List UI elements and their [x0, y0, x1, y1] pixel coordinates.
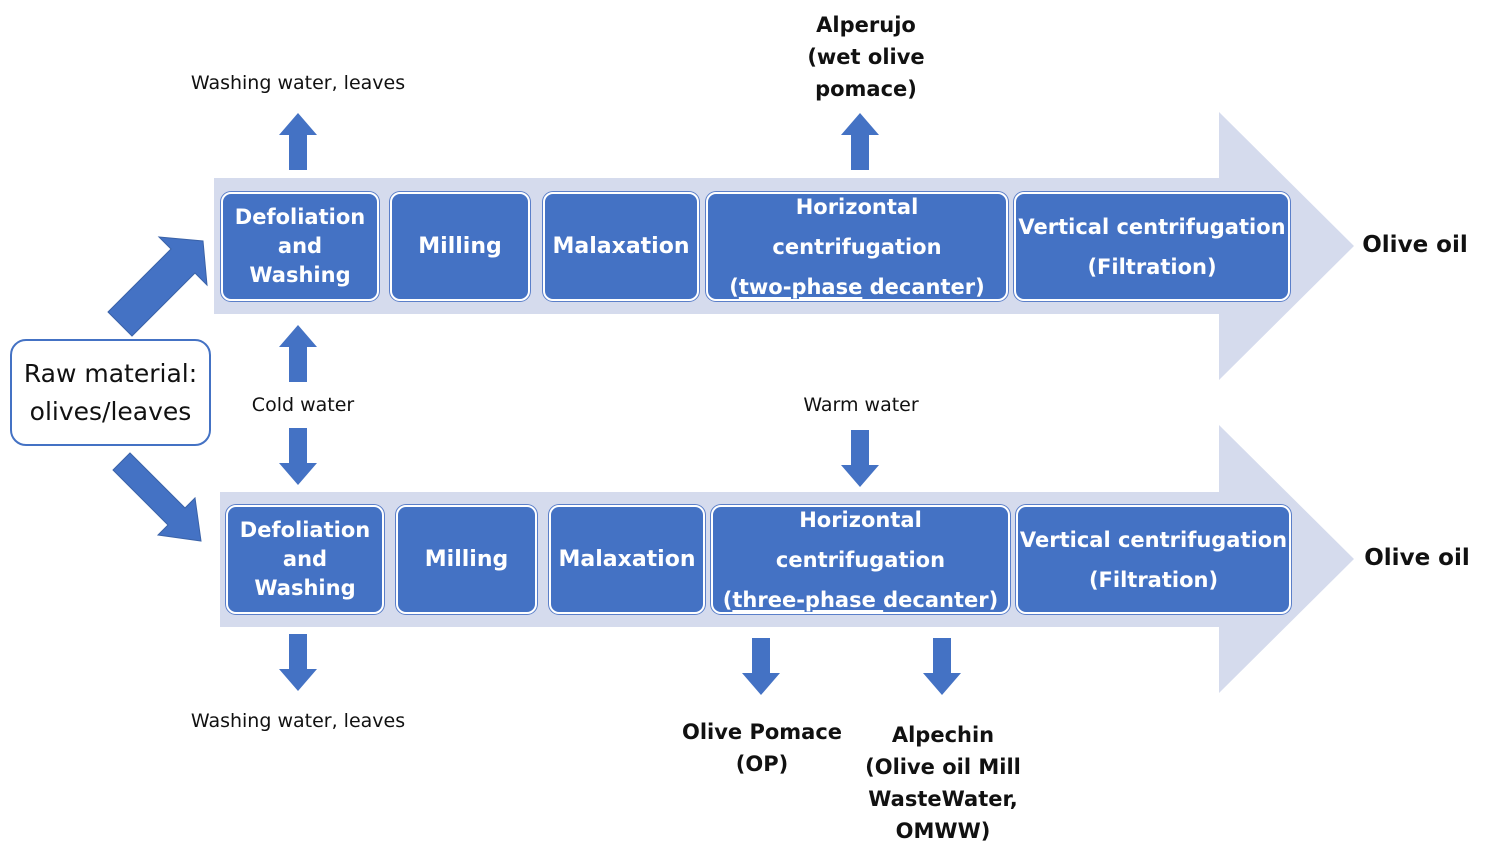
step-label: and — [282, 547, 328, 571]
washing-water-bottom-label: Washing water, leaves — [190, 710, 406, 732]
decanter-word: decanter) — [883, 587, 999, 612]
step-label-decanter: (three-phase decanter) — [723, 580, 998, 620]
alpechin-line: WasteWater, — [868, 787, 1018, 811]
decanter-type: three-phase — [732, 587, 884, 612]
alperujo-line: (wet olive — [807, 45, 925, 69]
step-label-decanter: (two-phase decanter) — [729, 267, 984, 307]
step-label: Vertical centrifugation — [1019, 527, 1288, 552]
three-phase-milling-box: Milling — [396, 505, 537, 614]
three-phase-defoliation-box: Defoliation and Washing — [226, 505, 384, 614]
decanter-word: decanter) — [862, 274, 985, 299]
alperujo-line: Alperujo — [816, 13, 916, 37]
step-label: Washing — [254, 576, 356, 600]
pomace-line: Olive Pomace — [681, 720, 843, 744]
step-label: Horizontal centrifugation — [772, 194, 942, 259]
warm-water-down-arrow — [841, 430, 879, 487]
two-phase-output-label: Olive oil — [1362, 232, 1468, 258]
paren-open: ( — [729, 274, 739, 299]
alperujo-line: pomace) — [815, 77, 917, 101]
two-phase-defoliation-box: Defoliation and Washing — [221, 192, 379, 301]
washing-water-up-arrow — [279, 113, 317, 170]
step-label: Milling — [424, 547, 509, 572]
three-phase-output-label: Olive oil — [1364, 545, 1470, 571]
two-phase-horizontal-centrifugation-box: Horizontal centrifugation (two-phase dec… — [706, 192, 1008, 301]
decanter-type: two-phase — [738, 274, 863, 299]
three-phase-horizontal-centrifugation-box: Horizontal centrifugation (three-phase d… — [711, 505, 1010, 614]
pomace-line: (OP) — [735, 752, 789, 776]
two-phase-milling-box: Milling — [390, 192, 530, 301]
step-label: Defoliation — [239, 518, 371, 542]
step-label: (Filtration) — [1087, 254, 1217, 279]
alperujo-label: Alperujo (wet olive pomace) — [786, 9, 946, 105]
alpechin-label: Alpechin (Olive oil Mill WasteWater, OMW… — [852, 719, 1034, 847]
alpechin-line: (Olive oil Mill — [865, 755, 1021, 779]
step-label: and — [277, 234, 323, 258]
cold-water-label: Cold water — [251, 394, 355, 416]
step-label: Washing — [249, 263, 351, 287]
washing-water-down-arrow — [279, 634, 317, 691]
cold-water-down-arrow — [279, 428, 317, 485]
step-label: Malaxation — [558, 547, 696, 572]
step-label: Defoliation — [234, 205, 366, 229]
three-phase-vertical-centrifugation-box: Vertical centrifugation (Filtration) — [1016, 505, 1291, 614]
paren-open: ( — [722, 587, 733, 612]
step-label: Vertical centrifugation — [1018, 214, 1286, 239]
alperujo-up-arrow — [841, 113, 879, 170]
raw-to-two-phase-arrow — [107, 236, 208, 337]
step-label: Malaxation — [552, 234, 690, 259]
two-phase-malaxation-box: Malaxation — [543, 192, 699, 301]
raw-material-box: Raw material: olives/leaves — [10, 339, 211, 446]
two-phase-vertical-centrifugation-box: Vertical centrifugation (Filtration) — [1014, 192, 1290, 301]
step-label: (Filtration) — [1088, 567, 1219, 592]
three-phase-malaxation-box: Malaxation — [549, 505, 705, 614]
step-label: Horizontal centrifugation — [775, 507, 946, 572]
raw-to-three-phase-arrow — [112, 452, 202, 542]
cold-water-up-arrow — [279, 325, 317, 382]
alpechin-down-arrow — [923, 638, 961, 695]
warm-water-label: Warm water — [803, 394, 919, 416]
raw-material-line1: Raw material: — [23, 358, 198, 388]
raw-material-line2: olives/leaves — [29, 396, 192, 426]
alpechin-line: OMWW) — [895, 819, 991, 843]
alpechin-line: Alpechin — [891, 723, 995, 747]
step-label: Milling — [418, 234, 502, 259]
washing-water-top-label: Washing water, leaves — [190, 72, 406, 94]
olive-pomace-label: Olive Pomace (OP) — [672, 716, 852, 780]
pomace-down-arrow — [742, 638, 780, 695]
